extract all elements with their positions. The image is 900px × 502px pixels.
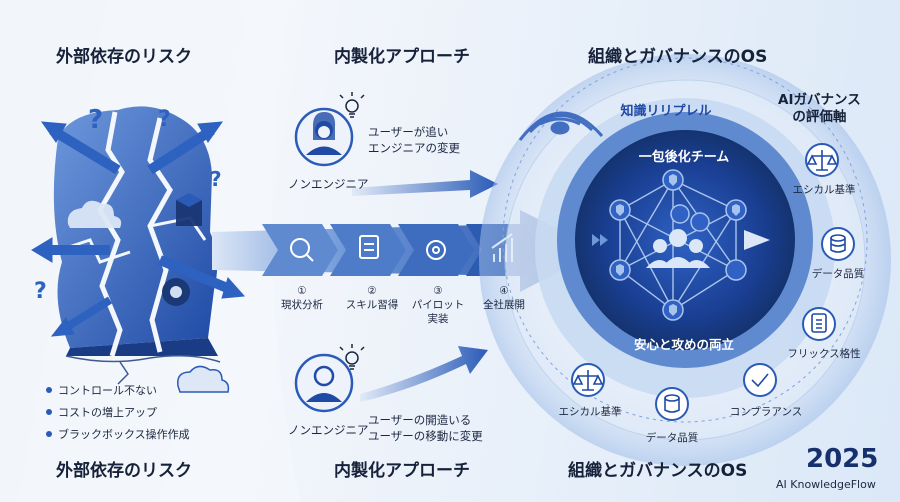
center-label: 安心と攻めの両立: [633, 337, 735, 352]
footer-year: 2025: [806, 444, 879, 474]
footer-brand: AI KnowledgeFlow: [776, 478, 876, 491]
gov-label-ethics-bottom: エシカル基準: [558, 406, 622, 418]
risk-item: コストの増上アップ: [46, 404, 190, 420]
section-title-external-risk: 外部依存のリスク: [56, 47, 192, 67]
step-4-label: ④ 全社展開: [483, 285, 525, 311]
persona-top-text-1: ユーザーが追い: [368, 125, 449, 139]
cracked-head-illustration: ? ? ? ?: [31, 105, 246, 393]
step-3-label: ③ パイロット 実装: [411, 285, 465, 325]
team-label: 一包後化チーム: [638, 150, 730, 165]
outer-ring-label: 知識リリプレル: [620, 104, 712, 119]
governance-title: AIガバナンス の評価軸: [778, 92, 861, 125]
persona-bottom-text-2: ユーザーの移動に変更: [368, 429, 483, 443]
section-title-insourcing: 内製化アプローチ: [334, 47, 470, 67]
svg-text:?: ?: [34, 279, 47, 304]
team-icon: [646, 229, 710, 268]
section-footer-external-risk: 外部依存のリスク: [56, 461, 192, 481]
section-title-org-os: 組織とガバナンスのOS: [588, 47, 768, 67]
svg-text:?: ?: [88, 105, 103, 135]
risk-item: ブラックボックス操作作成: [46, 426, 190, 442]
gov-label-data-quality-bottom: データ品質: [645, 432, 699, 444]
step-1-label: ① 現状分析: [281, 285, 323, 311]
persona-avatar-bottom: [294, 353, 354, 413]
persona-avatar-top: [294, 107, 354, 167]
svg-text:?: ?: [210, 167, 222, 191]
persona-top-text-2: エンジニアの変更: [368, 141, 460, 155]
section-footer-org-os: 組織とガバナンスのOS: [568, 461, 748, 481]
gov-label-data-quality: データ品質: [811, 268, 865, 280]
gov-label-compliance: コンプラアンス: [729, 406, 803, 418]
step-2-label: ② スキル習得: [345, 285, 399, 311]
section-footer-insourcing: 内製化アプローチ: [334, 461, 470, 481]
persona-top-role: ノンエンジニア: [288, 177, 369, 191]
persona-bottom-role: ノンエンジニア: [288, 423, 369, 437]
svg-text:?: ?: [158, 107, 171, 132]
persona-bottom-text-1: ユーザーの開造いる: [368, 413, 472, 427]
governance-icons: [571, 143, 855, 421]
gov-label-flex: フリックス格性: [787, 348, 861, 360]
gov-label-ethics: エシカル基準: [792, 184, 856, 196]
risk-list: コントロール不ない コストの増上アップ ブラックボックス操作作成: [46, 382, 190, 442]
risk-item: コントロール不ない: [46, 382, 190, 398]
